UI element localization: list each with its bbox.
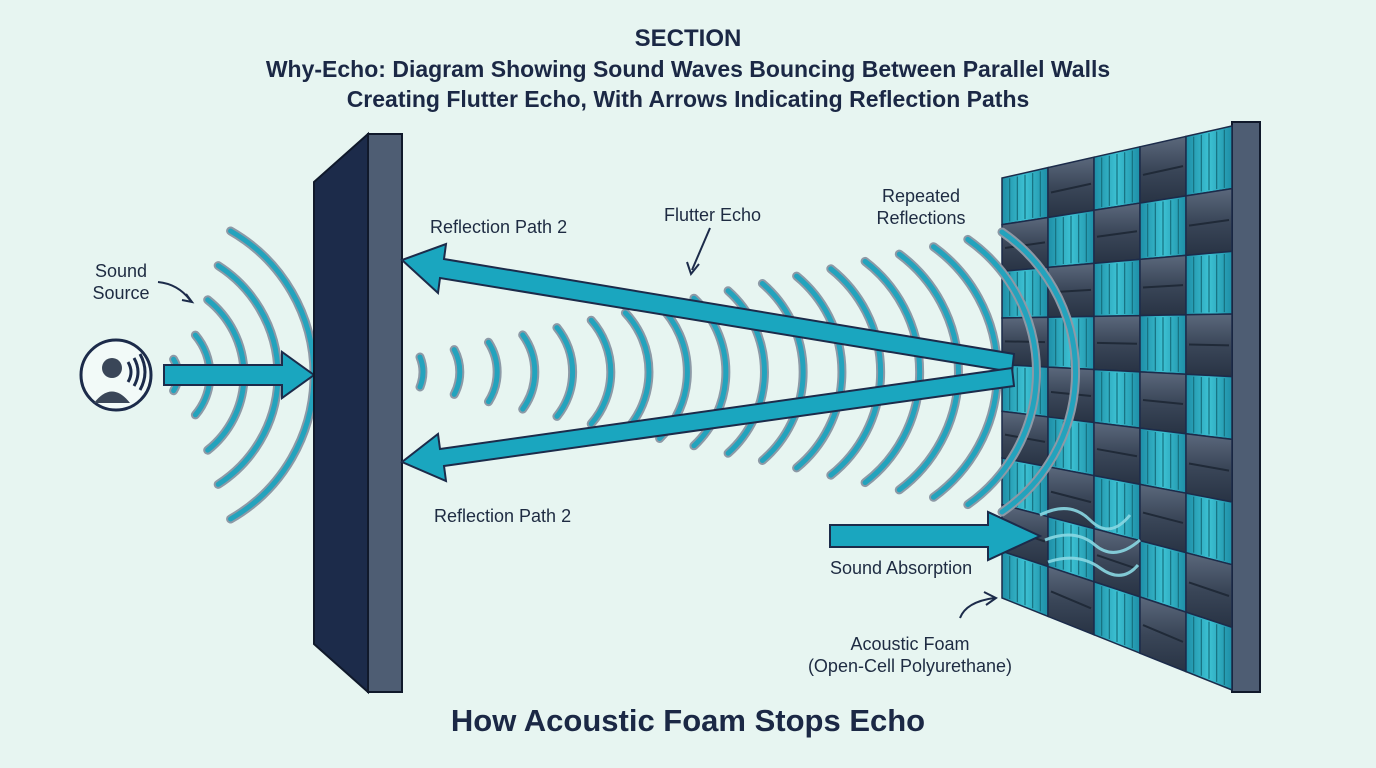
echo-wave	[588, 317, 614, 427]
echo-wave	[554, 325, 576, 419]
echo-wave	[965, 236, 1039, 508]
sound-absorption-label: Sound Absorption	[830, 558, 973, 578]
echo-wave	[862, 258, 923, 486]
echo-wave	[417, 354, 426, 390]
echo-wave	[759, 281, 806, 463]
person-sound-icon	[79, 338, 153, 412]
echo-wave	[896, 251, 961, 493]
echo-wave	[999, 229, 1078, 515]
echo-wave	[894, 249, 963, 495]
incident-arrow	[163, 350, 316, 400]
sound-source-pointer	[157, 281, 191, 301]
echo-wave	[486, 339, 500, 405]
echo-wave	[520, 332, 538, 412]
section-label: SECTION	[634, 25, 742, 52]
title-line-1: Why-Echo: Diagram Showing Sound Waves Bo…	[265, 56, 1111, 82]
repeated-reflections-label: Repeated Reflections	[876, 186, 966, 228]
reflection-arrow-bottom	[400, 366, 1016, 483]
foam-backing	[1231, 121, 1261, 693]
acoustic-foam-pointer	[959, 597, 995, 619]
sound-source-label: Sound Source	[92, 261, 150, 303]
acoustic-foam-panel	[1001, 121, 1261, 693]
flutter-echo-pointer	[691, 227, 711, 271]
reflection-path-bottom-label: Reflection Path 2	[434, 506, 572, 526]
echo-wave	[860, 256, 925, 488]
title-line-2: Creating Flutter Echo, With Arrows Indic…	[346, 86, 1030, 112]
echo-wave	[794, 273, 845, 471]
echo-wave	[828, 266, 884, 478]
diagram-caption: How Acoustic Foam Stops Echo	[450, 703, 926, 738]
reflection-arrow-top	[400, 242, 1016, 374]
acoustic-foam-label: Acoustic Foam (Open-Cell Polyurethane)	[807, 634, 1013, 676]
absorption-arrow	[829, 510, 1043, 562]
reflection-path-top-label: Reflection Path 2	[430, 217, 568, 237]
reflecting-wall	[313, 131, 403, 695]
echo-wave	[451, 347, 463, 397]
absorbed-sound-icon	[1039, 507, 1141, 577]
flutter-echo-label: Flutter Echo	[664, 205, 762, 225]
echo-wave	[622, 310, 652, 434]
page-header: SECTION Why-Echo: Diagram Showing Sound …	[0, 24, 1376, 114]
